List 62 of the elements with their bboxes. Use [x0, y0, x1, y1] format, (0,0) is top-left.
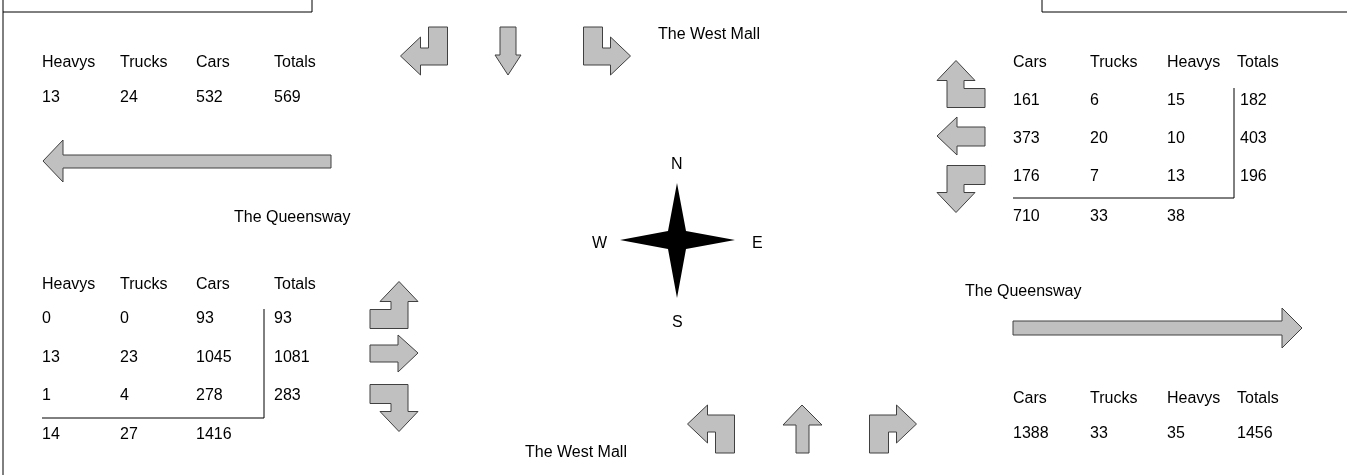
count-value: 24 [120, 88, 138, 106]
count-value: 1081 [274, 348, 310, 366]
count-value: 196 [1240, 167, 1267, 185]
count-value: 35 [1167, 424, 1185, 442]
column-header: Totals [274, 53, 316, 71]
column-header: Heavys [1167, 53, 1221, 71]
count-value: 20 [1090, 129, 1108, 147]
column-header: Heavys [42, 275, 96, 293]
count-value: 403 [1240, 129, 1267, 147]
column-header: Trucks [1090, 53, 1138, 71]
count-value: 569 [274, 88, 301, 106]
count-value: 0 [42, 309, 51, 327]
count-value: 373 [1013, 129, 1040, 147]
column-header: Totals [1237, 53, 1279, 71]
count-value: 1456 [1237, 424, 1273, 442]
column-header: Trucks [1090, 389, 1138, 407]
count-value: 15 [1167, 91, 1185, 109]
column-header: Trucks [120, 275, 168, 293]
column-header: Heavys [1167, 389, 1221, 407]
compass-letter: S [672, 313, 683, 331]
compass-letter: W [592, 234, 608, 252]
street-name: The Queensway [965, 282, 1082, 300]
count-value: 1416 [196, 425, 232, 443]
column-header: Cars [196, 53, 230, 71]
count-value: 1388 [1013, 424, 1049, 442]
count-value: 6 [1090, 91, 1099, 109]
column-header: Cars [1013, 389, 1047, 407]
count-value: 283 [274, 386, 301, 404]
compass-letter: E [752, 234, 763, 252]
count-value: 176 [1013, 167, 1040, 185]
count-value: 10 [1167, 129, 1185, 147]
count-value: 1045 [196, 348, 232, 366]
count-value: 7 [1090, 167, 1099, 185]
count-value: 278 [196, 386, 223, 404]
column-header: Cars [1013, 53, 1047, 71]
count-value: 93 [196, 309, 214, 327]
column-header: Totals [1237, 389, 1279, 407]
count-value: 13 [1167, 167, 1185, 185]
street-name: The West Mall [525, 443, 627, 461]
compass-letter: N [671, 155, 683, 173]
count-value: 4 [120, 386, 129, 404]
column-header: Totals [274, 275, 316, 293]
count-value: 38 [1167, 207, 1185, 225]
count-value: 14 [42, 425, 60, 443]
column-header: Heavys [42, 53, 96, 71]
count-value: 1 [42, 386, 51, 404]
count-value: 13 [42, 348, 60, 366]
count-value: 710 [1013, 207, 1040, 225]
count-value: 33 [1090, 207, 1108, 225]
count-value: 93 [274, 309, 292, 327]
count-value: 33 [1090, 424, 1108, 442]
count-value: 23 [120, 348, 138, 366]
column-header: Trucks [120, 53, 168, 71]
count-value: 182 [1240, 91, 1267, 109]
column-header: Cars [196, 275, 230, 293]
street-name: The Queensway [234, 208, 351, 226]
count-value: 532 [196, 88, 223, 106]
count-value: 27 [120, 425, 138, 443]
count-value: 161 [1013, 91, 1040, 109]
count-value: 0 [120, 309, 129, 327]
street-name: The West Mall [658, 25, 760, 43]
count-value: 13 [42, 88, 60, 106]
